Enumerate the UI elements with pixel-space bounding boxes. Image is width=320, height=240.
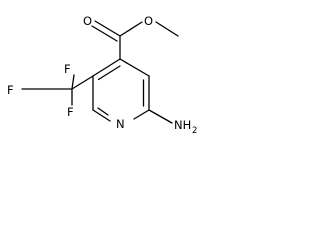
bond-ring-amino [148,109,173,124]
bond-ester-o-methyl [155,21,179,37]
atom-fluorine-bottom: F [67,105,74,119]
chemical-structure-diagram: O O N F F F NH 2 [7,14,197,136]
bond-ring-cf3 [71,75,94,90]
bond-c-c3-top [92,58,121,77]
bond-n-c2 [92,109,111,122]
atom-carbonyl-oxygen: O [83,14,92,28]
bond-c3-c4 [119,58,150,77]
bond-carbonyl-o [94,20,121,37]
atom-fluorine-left: F [7,83,14,97]
bond-carbonyl-o-double [91,25,118,42]
atom-ester-oxygen: O [144,14,153,28]
structure-canvas: O O N F F F NH 2 [0,0,230,160]
bond-cf3-f-top [71,74,75,90]
bond-carbonyl-ester-o [119,21,143,37]
atom-ring-nitrogen: N [116,117,125,131]
atom-amino-group: NH [174,118,191,132]
atom-fluorine-top: F [64,62,71,76]
bond-n-c2-double [97,107,109,116]
bond-c-c3-top-double [97,65,121,81]
bond-c5-c6 [133,109,150,120]
atom-amino-subscript: 2 [192,126,197,136]
